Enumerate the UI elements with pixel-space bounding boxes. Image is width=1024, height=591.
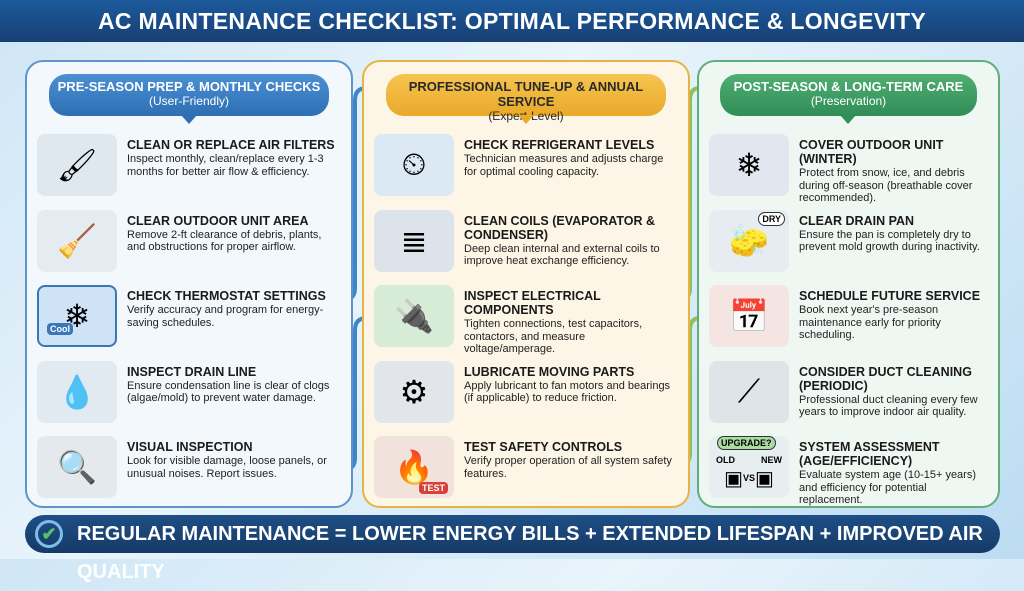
item-desc: Protect from snow, ice, and debris durin… (799, 167, 973, 204)
item-desc: Evaluate system age (10-15+ years) and e… (799, 469, 977, 506)
test-label: TEST (418, 482, 448, 494)
refrigerant-gauges-icon: ⏲ (374, 134, 454, 196)
item-title: COVER OUTDOOR UNIT (WINTER) (799, 138, 944, 166)
item-title: CLEAN COILS (EVAPORATOR & CONDENSER) (464, 213, 655, 242)
item-desc: Book next year's pre-season maintenance … (799, 304, 941, 341)
upgrade-bubble-label: UPGRADE? (717, 436, 776, 450)
section-professional: PROFESSIONAL TUNE-UP & ANNUAL SERVICE (E… (362, 60, 690, 508)
item-desc: Deep clean internal and external coils t… (464, 242, 660, 268)
new-label: NEW (761, 455, 782, 465)
item-desc: Ensure the pan is completely dry to prev… (799, 228, 980, 254)
item-desc: Remove 2-ft clearance of debris, plants,… (127, 228, 322, 254)
item-desc: Verify accuracy and program for energy-s… (127, 304, 324, 329)
dry-bubble-label: DRY (758, 211, 785, 226)
item-desc: Tighten connections, test capacitors, co… (464, 318, 643, 355)
item-title: CHECK REFRIGERANT LEVELS (464, 138, 655, 152)
section-header: PROFESSIONAL TUNE-UP & ANNUAL SERVICE (E… (386, 74, 666, 124)
calendar-bell-icon: 📅 (709, 285, 789, 347)
vs-label: VS (742, 473, 755, 483)
section-subheading: (Expert-Level) (488, 109, 564, 123)
section-subheading: (User-Friendly) (148, 94, 229, 108)
circuit-board-multimeter-icon: 🔌 (374, 285, 454, 347)
item-desc: Inspect monthly, clean/replace every 1-3… (127, 153, 324, 178)
item-title: INSPECT DRAIN LINE (127, 364, 257, 379)
air-filter-brush-icon: 🖌 (37, 134, 117, 196)
old-label: OLD (716, 455, 735, 465)
section-heading: PROFESSIONAL TUNE-UP & ANNUAL SERVICE (408, 79, 644, 109)
checklist-item: ≣ CLEAN COILS (EVAPORATOR & CONDENSER)Dee… (374, 209, 678, 278)
footer-banner: ✔ REGULAR MAINTENANCE = LOWER ENERGY BIL… (25, 515, 1000, 583)
item-title: CLEAR OUTDOOR UNIT AREA (127, 213, 309, 228)
page-title: AC MAINTENANCE CHECKLIST: OPTIMAL PERFOR… (0, 0, 1024, 42)
safety-switch-flame-icon: 🔥TEST (374, 436, 454, 498)
section-heading: POST-SEASON & LONG-TERM CARE (733, 79, 964, 94)
thermostat-calendar-icon: ❄Cool (37, 285, 117, 347)
coil-spray-gun-icon: ≣ (374, 209, 454, 272)
thermostat-mode-label: Cool (47, 323, 73, 335)
item-title: CHECK THERMOSTAT SETTINGS (127, 289, 326, 303)
motor-oil-can-icon: ⚙ (374, 360, 454, 423)
item-title: VISUAL INSPECTION (127, 440, 253, 454)
section-pre-season: PRE-SEASON PREP & MONTHLY CHECKS (User-F… (25, 60, 353, 508)
section-post-season: POST-SEASON & LONG-TERM CARE (Preservati… (697, 60, 1000, 508)
item-desc: Ensure condensation line is clear of clo… (127, 379, 330, 405)
sponge-drain-pan-icon: 🧽DRY (709, 209, 789, 272)
item-title: CLEAN OR REPLACE AIR FILTERS (127, 138, 335, 152)
section-subheading: (Preservation) (810, 94, 887, 108)
magnifier-ac-unit-icon: 🔍 (37, 436, 117, 498)
section-header: PRE-SEASON PREP & MONTHLY CHECKS (User-F… (49, 74, 329, 124)
section-header: POST-SEASON & LONG-TERM CARE (Preservati… (720, 74, 977, 124)
duct-vacuum-icon: ⟋ (709, 360, 789, 423)
item-title: SYSTEM ASSESSMENT (AGE/EFFICIENCY) (799, 440, 940, 468)
item-desc: Technician measures and adjusts charge f… (464, 153, 664, 178)
checkmark-icon: ✔ (35, 520, 63, 548)
item-title: TEST SAFETY CONTROLS (464, 440, 623, 454)
item-desc: Verify proper operation of all system sa… (464, 455, 672, 480)
checklist-item: ❄ COVER OUTDOOR UNIT (WINTER)Protect from… (709, 134, 988, 204)
covered-unit-snowflake-icon: ❄ (709, 134, 789, 196)
item-desc: Apply lubricant to fan motors and bearin… (464, 379, 671, 405)
item-title: LUBRICATE MOVING PARTS (464, 364, 635, 379)
section-heading: PRE-SEASON PREP & MONTHLY CHECKS (57, 79, 321, 94)
item-title: INSPECT ELECTRICAL COMPONENTS (464, 289, 601, 317)
item-title: SCHEDULE FUTURE SERVICE (799, 289, 981, 303)
worker-raking-outdoor-unit-icon: 🧹 (37, 209, 117, 272)
item-desc: Look for visible damage, loose panels, o… (127, 455, 327, 480)
item-desc: Professional duct cleaning every few yea… (799, 393, 978, 419)
checklist-item: ⟋ CONSIDER DUCT CLEANING (PERIODIC)Profes… (709, 360, 988, 429)
item-title: CONSIDER DUCT CLEANING (PERIODIC) (799, 364, 972, 393)
drain-pipe-icon: 💧 (37, 360, 117, 423)
item-title: CLEAR DRAIN PAN (799, 213, 915, 228)
